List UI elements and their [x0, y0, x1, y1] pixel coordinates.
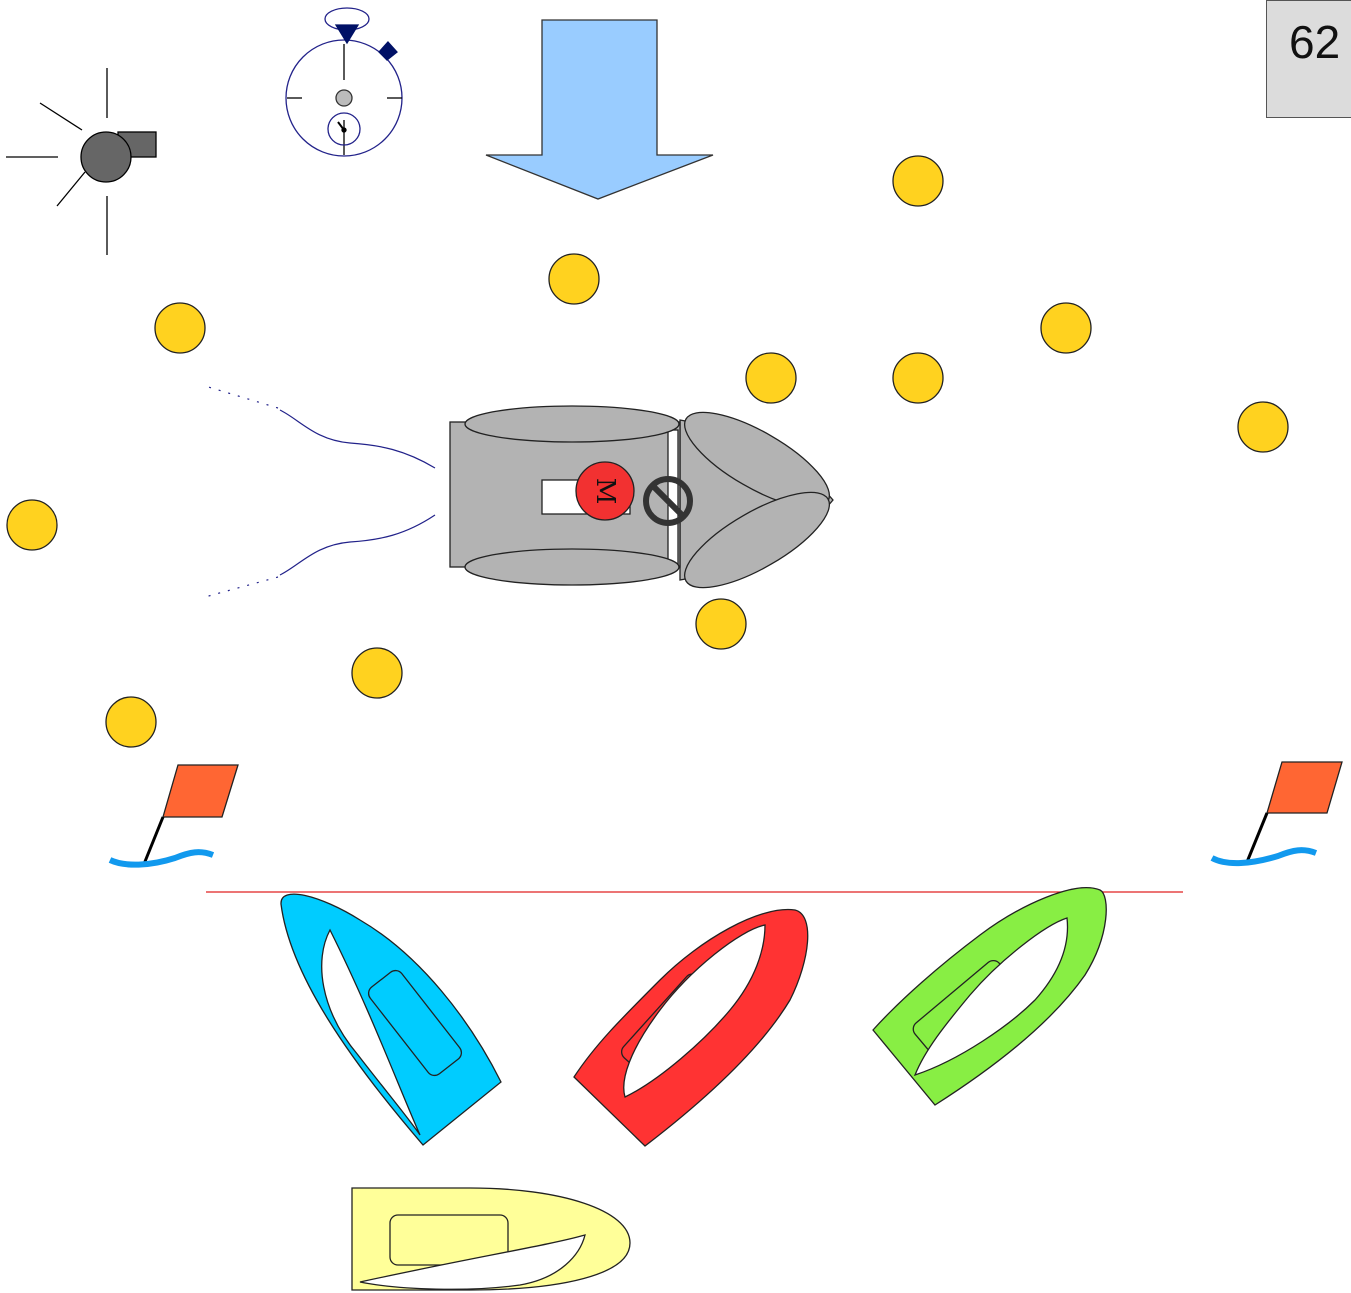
m-flag-letter: M — [590, 478, 620, 505]
buoy — [106, 697, 156, 747]
committee-boat: M — [450, 395, 842, 605]
buoy — [746, 353, 796, 403]
stopwatch-icon — [286, 8, 402, 156]
anchor-lines — [205, 386, 435, 597]
buoy — [155, 303, 205, 353]
buoy — [549, 254, 599, 304]
whistle-icon — [6, 68, 156, 255]
buoy — [1238, 402, 1288, 452]
buoy — [893, 156, 943, 206]
buoy — [1041, 303, 1091, 353]
boat-yellow — [352, 1188, 630, 1290]
page-number: 62 — [1289, 15, 1340, 69]
page-number-badge: 62 — [1266, 0, 1351, 118]
buoy — [352, 648, 402, 698]
wind-direction-arrow-icon — [486, 20, 713, 199]
start-pin-flag-icon — [110, 765, 238, 865]
boat-red — [574, 910, 808, 1146]
buoy — [7, 500, 57, 550]
start-pin-flag-icon — [1212, 762, 1342, 863]
boat-green — [873, 888, 1106, 1105]
boat-blue — [281, 894, 501, 1145]
buoy — [893, 353, 943, 403]
buoy — [696, 599, 746, 649]
